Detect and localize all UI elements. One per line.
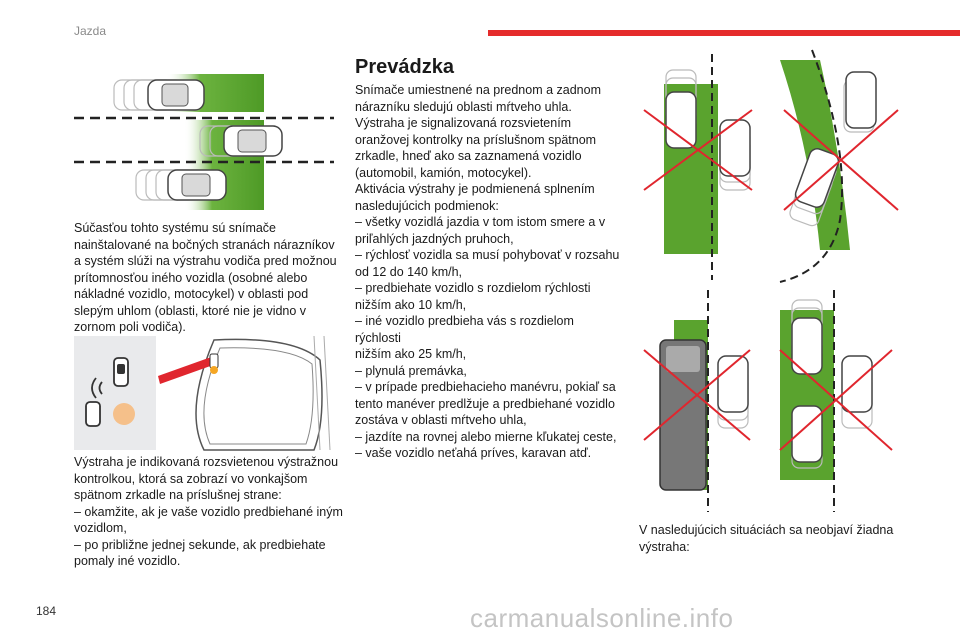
- watermark: carmanualsonline.info: [470, 603, 734, 633]
- header-accent-bar: [488, 30, 960, 36]
- warning-description-paragraph: Výstraha je indikovaná rozsvietenou výst…: [74, 455, 343, 568]
- blind-spot-lanes-illustration: [74, 74, 334, 210]
- mirror-warning-illustration: [85, 335, 331, 451]
- scenario-illustrations: [643, 49, 899, 512]
- no-warning-paragraph: V nasledujúcich situáciách sa neobjaví ž…: [639, 523, 894, 554]
- intro-paragraph: Súčasťou tohto systému sú snímače nainšt…: [74, 221, 337, 334]
- warning-light-panel: [74, 336, 156, 450]
- section-label: Jazda: [74, 24, 107, 38]
- page-number: 184: [36, 604, 57, 618]
- operation-paragraph: Snímače umiestnené na prednom a zadnom n…: [355, 83, 620, 460]
- operation-heading: Prevádzka: [355, 56, 454, 78]
